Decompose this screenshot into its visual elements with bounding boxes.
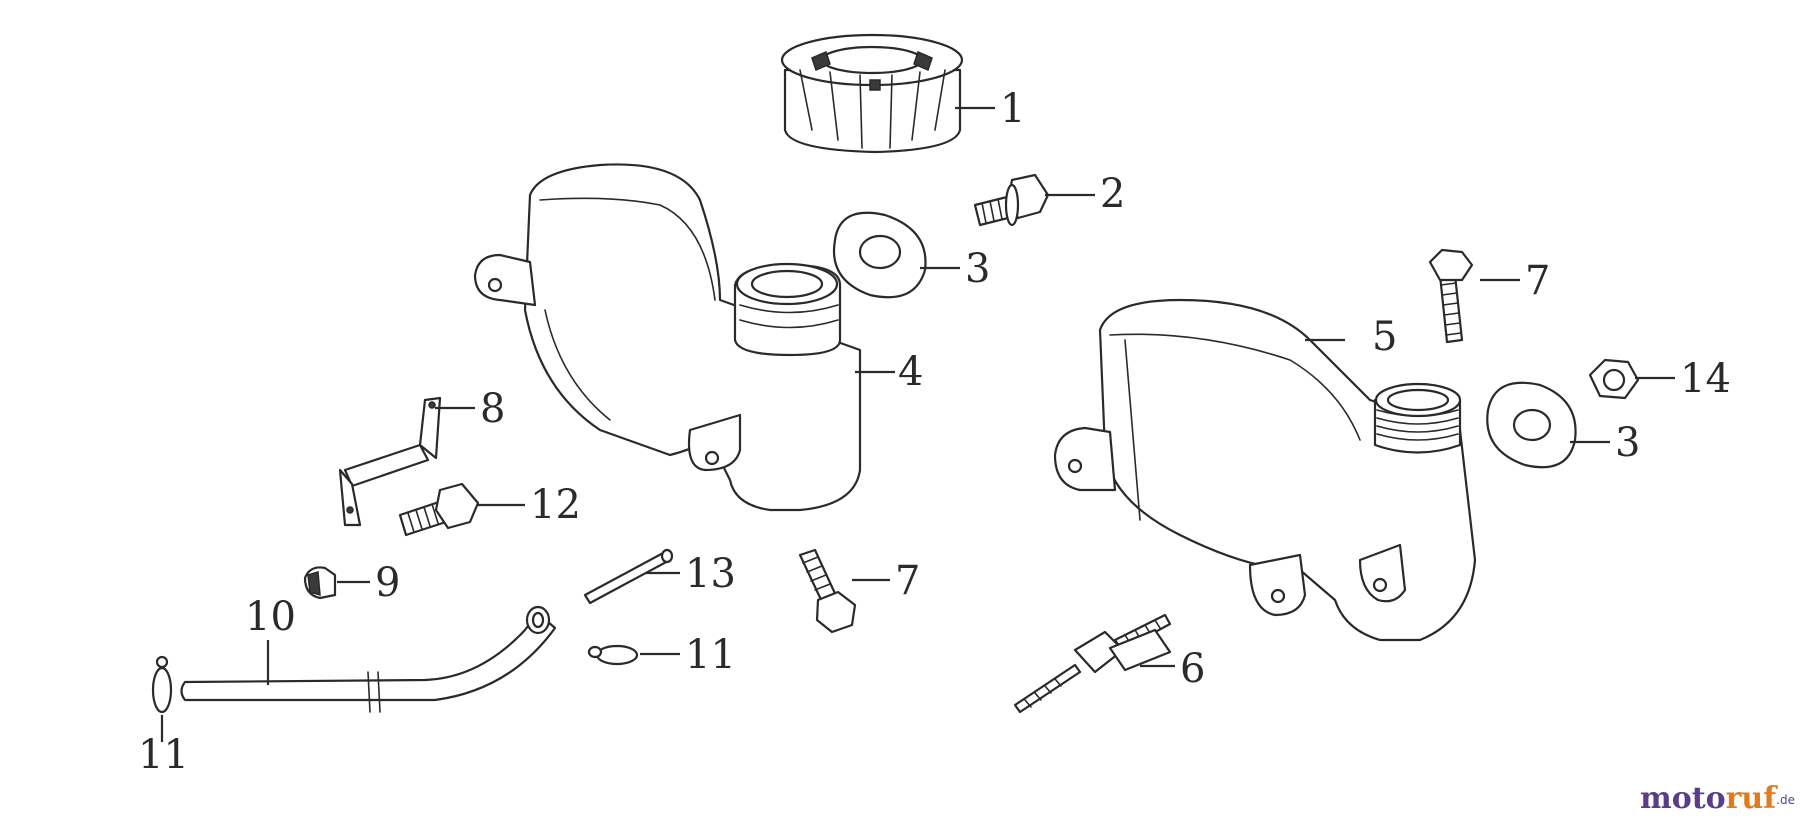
pin-13 (583, 548, 674, 605)
callout-7-lower: 7 (895, 558, 920, 604)
callout-labels: 1 2 3 3 4 5 6 7 7 8 9 10 11 11 12 13 14 (138, 86, 1731, 778)
callout-9: 9 (375, 560, 400, 606)
callout-10: 10 (245, 594, 296, 640)
leader-lines (160, 106, 1675, 742)
callout-6: 6 (1180, 646, 1205, 692)
callout-1: 1 (1000, 86, 1025, 132)
flange-bolt-2 (973, 173, 1050, 227)
fuel-tank-4 (473, 163, 862, 512)
fuel-hose-10 (180, 605, 557, 713)
logo-part-b: ruf (1726, 781, 1779, 816)
bolt-7-upper (1428, 248, 1474, 344)
clamp-11-right (587, 644, 639, 666)
callout-3-right: 3 (1615, 420, 1640, 466)
callout-11-right: 11 (685, 632, 736, 678)
fuel-tank-5 (1053, 298, 1477, 642)
callout-2: 2 (1100, 171, 1125, 217)
callout-13: 13 (685, 551, 736, 597)
callout-14: 14 (1680, 356, 1731, 402)
washer-3-right (1486, 381, 1577, 469)
callout-11-left: 11 (138, 732, 189, 778)
motoruf-logo: motoruf.de (1640, 781, 1795, 816)
callout-3-left: 3 (965, 246, 990, 292)
clamp-11-left (151, 655, 173, 714)
nut-14 (1588, 358, 1640, 400)
washer-3-left (832, 211, 927, 299)
callout-8: 8 (480, 386, 505, 432)
callout-7-upper: 7 (1525, 258, 1550, 304)
stud-6 (1013, 613, 1172, 714)
bolt-7-lower (798, 548, 857, 634)
callout-12: 12 (530, 482, 581, 528)
callout-4: 4 (898, 349, 923, 395)
clip-9 (303, 566, 337, 600)
svg-text:motoruf.de: motoruf.de (1640, 781, 1795, 816)
callout-5: 5 (1372, 314, 1397, 360)
logo-suffix: .de (1776, 793, 1795, 807)
fuel-cap (780, 33, 964, 154)
flange-bolt-12 (398, 482, 480, 537)
logo-part-a: moto (1640, 781, 1726, 816)
bracket-8 (338, 396, 442, 527)
